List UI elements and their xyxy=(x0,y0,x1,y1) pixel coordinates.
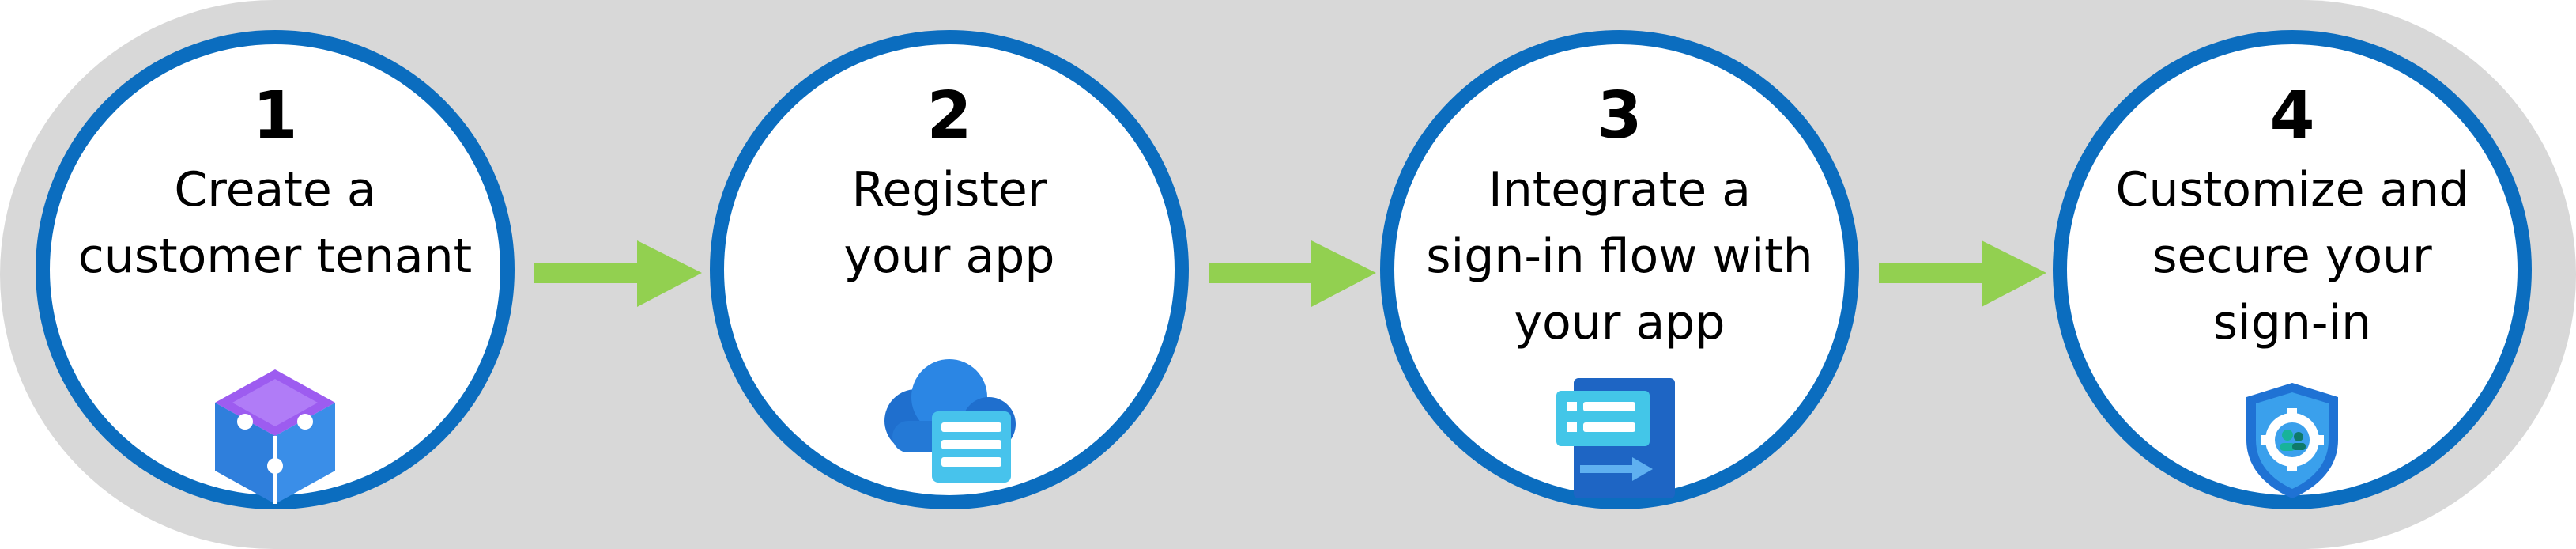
arrow-right-icon xyxy=(534,240,702,307)
step-2-circle: 2 Register your app xyxy=(710,30,1189,509)
step-1-circle: 1 Create a customer tenant xyxy=(36,30,515,509)
step-title: Register your app xyxy=(843,162,1055,284)
step-title: Integrate a sign-in flow with your app xyxy=(1426,162,1813,350)
step-3-circle: 3 Integrate a sign-in flow with your app xyxy=(1380,30,1859,509)
step-4-circle: 4 Customize and secure your sign-in xyxy=(2053,30,2532,509)
arrow-right-icon xyxy=(1209,240,1376,307)
tenant-puzzle-cube-icon xyxy=(215,369,335,504)
sign-in-flow-document-icon xyxy=(1556,378,1675,498)
secure-shield-gear-icon xyxy=(2246,383,2338,498)
step-number: 1 xyxy=(252,78,298,153)
step-number: 3 xyxy=(1597,78,1643,153)
arrow-right-icon xyxy=(1879,240,2046,307)
step-title: Create a customer tenant xyxy=(77,162,473,284)
step-number: 4 xyxy=(2269,78,2315,153)
cloud-app-registration-icon xyxy=(884,359,1016,483)
step-number: 2 xyxy=(926,78,972,153)
step-title: Customize and secure your sign-in xyxy=(2115,162,2469,350)
